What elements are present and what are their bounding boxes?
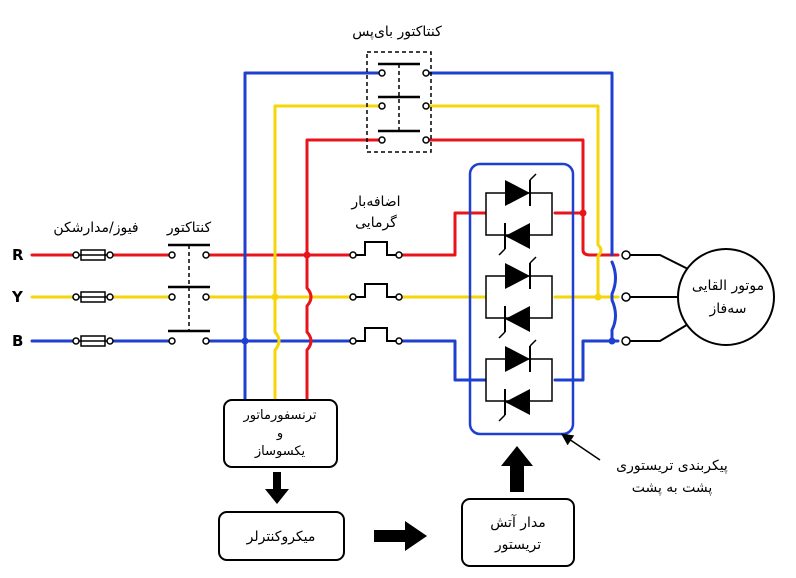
phase-label-r: R bbox=[12, 246, 24, 264]
transformer-label-line2: و bbox=[276, 426, 283, 441]
hop-y-over-b bbox=[273, 295, 281, 404]
thyristor-pair-y bbox=[485, 256, 553, 339]
fuses bbox=[72, 249, 114, 347]
junction-b bbox=[241, 337, 249, 345]
arrow-up-to-thyristors bbox=[501, 446, 533, 492]
fuse-y bbox=[72, 291, 114, 303]
firing-label-line1: مدار آتش bbox=[490, 514, 546, 531]
hop-r-over-y bbox=[305, 253, 313, 404]
motor bbox=[621, 248, 775, 346]
block-arrows bbox=[265, 446, 533, 551]
firing-circuit-block bbox=[461, 498, 575, 567]
bypass-contactor bbox=[366, 51, 432, 153]
wire-bypass-b-lower bbox=[610, 260, 617, 343]
phase-labels: R Y B bbox=[11, 246, 24, 350]
transformer-label-line1: ترنسفورماتور bbox=[242, 408, 316, 423]
arrow-right-to-firing bbox=[374, 521, 427, 551]
fuse-breaker-label: فیوز/مدارشکن bbox=[53, 220, 138, 236]
thyristor-box bbox=[468, 162, 575, 436]
fuse-b bbox=[72, 335, 114, 347]
transformer-label-line3: یکسوساز bbox=[254, 444, 306, 459]
motor-label-line1: موتور القایی bbox=[692, 278, 764, 294]
contactor-label: کنتاکتور bbox=[166, 220, 212, 236]
transformer-rectifier-block bbox=[223, 399, 338, 468]
junction-r bbox=[303, 251, 311, 259]
phase-label-b: B bbox=[12, 332, 23, 350]
motor-label-line2: سه‌فاز bbox=[709, 301, 747, 317]
microcontroller-block bbox=[218, 511, 345, 561]
arrow-down-to-microcontroller bbox=[265, 472, 289, 504]
thyristor-config-label-line2: پشت به پشت bbox=[632, 480, 713, 496]
fuse-r bbox=[72, 249, 114, 261]
junction-y-bypass bbox=[594, 293, 602, 301]
thyristor-block bbox=[468, 162, 575, 436]
junction-r-bypass bbox=[579, 209, 587, 217]
junction-b-bypass bbox=[608, 337, 616, 345]
wires bbox=[30, 71, 620, 404]
thermal-overload bbox=[349, 241, 403, 345]
bypass-contactor-label: کنتاکتور بای‌پس bbox=[352, 24, 442, 40]
microcontroller-label: میکروکنترلر bbox=[246, 529, 316, 545]
thyristor-config-label-line1: پیکربندی تریستوری bbox=[616, 458, 728, 474]
phase-label-y: Y bbox=[11, 288, 24, 306]
thyristor-config-pointer bbox=[561, 433, 601, 461]
wire-r-main bbox=[30, 211, 620, 257]
firing-label-line2: تریستور bbox=[494, 537, 541, 553]
wire-bypass-r bbox=[305, 138, 585, 257]
wire-bypass-b bbox=[243, 71, 614, 343]
motor-circle bbox=[677, 248, 775, 346]
wire-bypass-y bbox=[273, 104, 603, 299]
overload-label-line1: اضافه‌بار bbox=[350, 194, 400, 210]
thyristor-pair-r bbox=[485, 173, 553, 256]
junction-y bbox=[271, 293, 279, 301]
thyristor-pair-b bbox=[485, 339, 553, 422]
contactor bbox=[168, 243, 210, 345]
overload-label-line2: گرمایی bbox=[355, 214, 397, 231]
